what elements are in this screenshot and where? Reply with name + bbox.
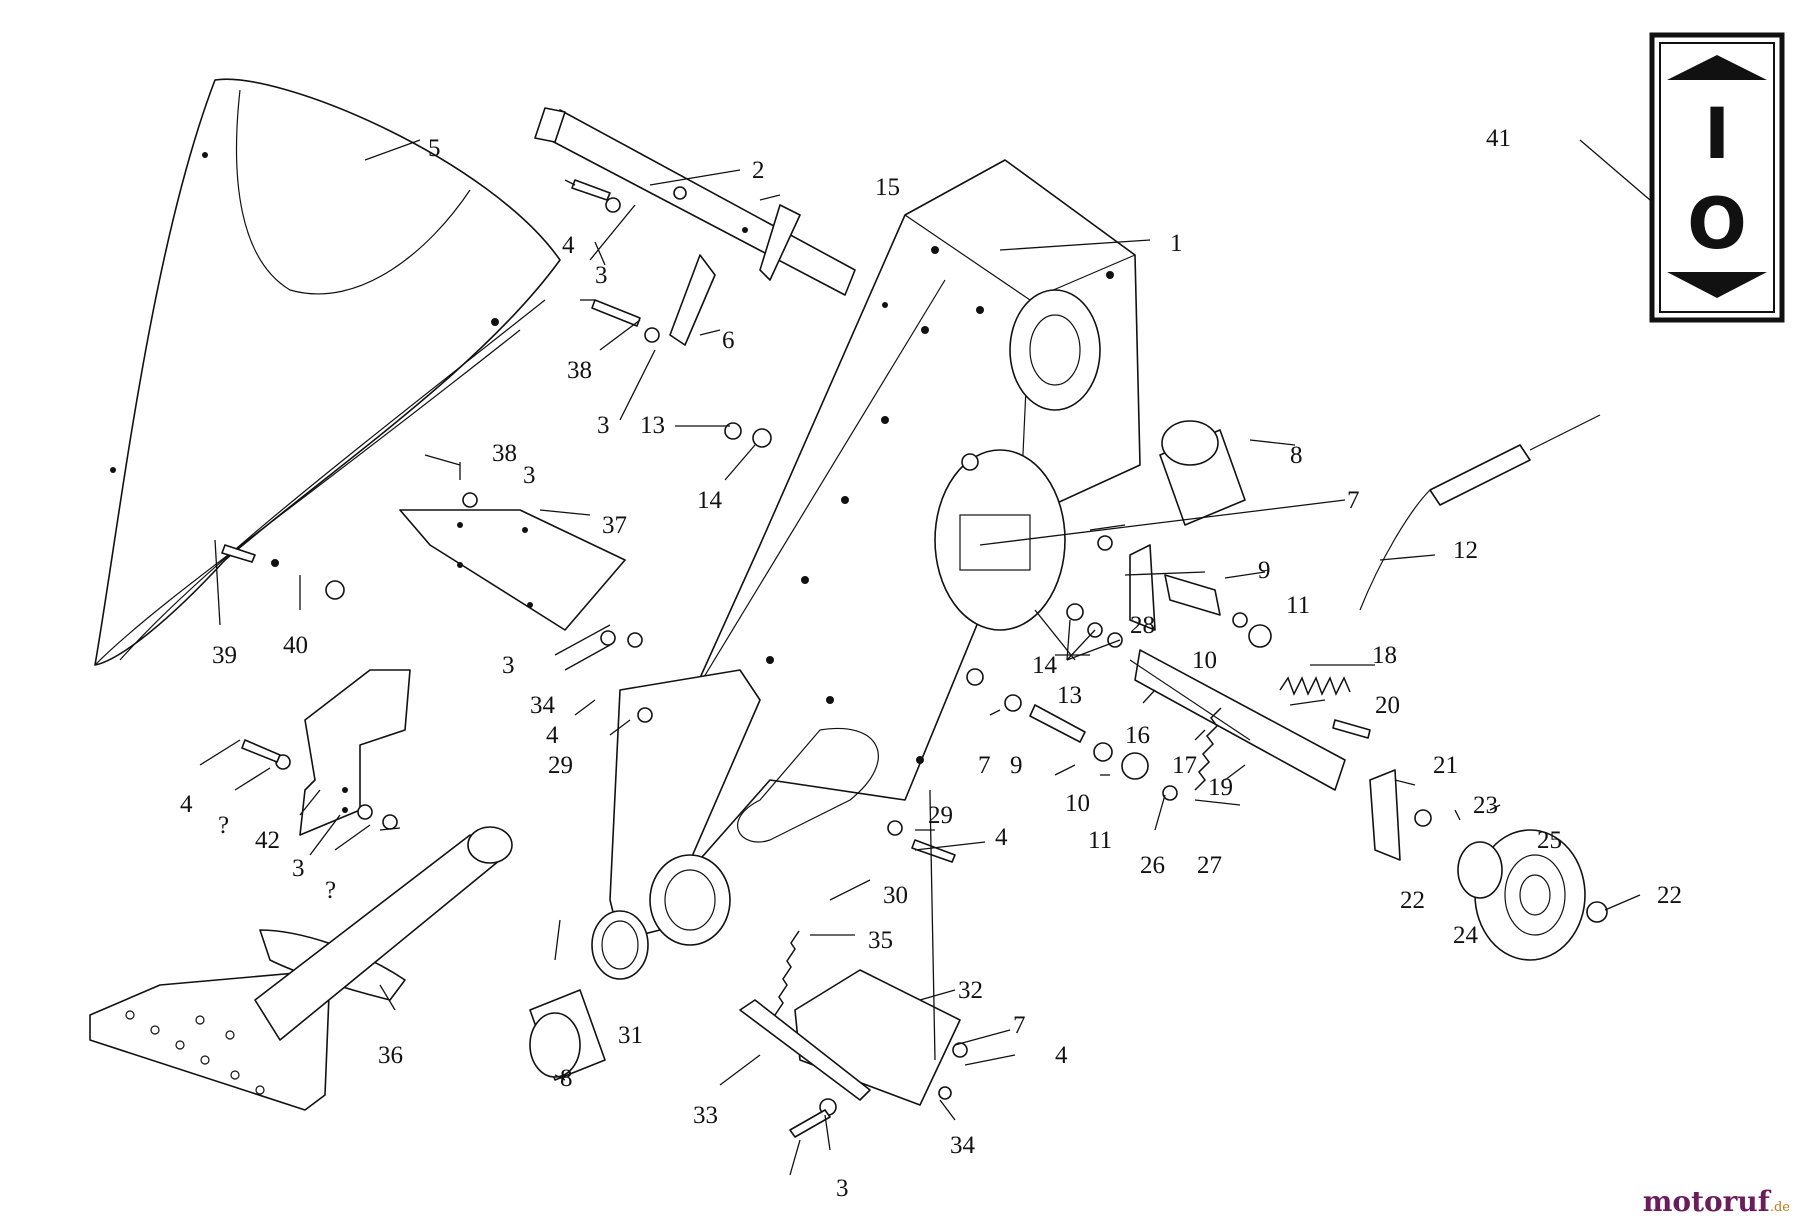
callout-label: 38 [567,357,592,384]
callout-label: 8 [1290,442,1303,469]
callout-label: 5 [428,135,441,162]
callout-label: 9 [1258,557,1271,584]
callout-label: 4 [562,232,575,259]
part-control-cable [1359,414,1601,611]
callout-label: 20 [1375,692,1400,719]
callout-label: 40 [283,632,308,659]
watermark-suffix: .de [1769,1200,1790,1215]
watermark-brand: motoruf [1642,1185,1770,1218]
callout-label: 15 [875,174,900,201]
callout-label: 12 [1453,537,1478,564]
callout-label: 24 [1453,922,1479,949]
callout-label: 10 [1192,647,1217,674]
callout-label: 3 [595,262,608,289]
callout-label: 7 [1347,487,1360,514]
arrow-down-icon [1667,272,1767,298]
callout-label: 32 [958,977,983,1004]
callout-label: 38 [492,440,517,467]
callout-labels: 1 2 3 3 3 3 3 3 4 4 4 4 4 5 6 7 7 7 8 8 … [180,125,1682,1202]
callout-label: 42 [255,827,280,854]
callout-label: 39 [212,642,237,669]
callout-label: 16 [1125,722,1150,749]
watermark-logo: motoruf.de [1643,1185,1790,1218]
callout-label: 27 [1197,852,1222,879]
part-small-bracket [669,204,801,346]
io-symbol-on: I [1704,93,1730,175]
callout-label: 6 [722,327,735,354]
callout-label: 14 [697,487,723,514]
callout-label: 13 [640,412,665,439]
callout-label: 4 [1055,1042,1068,1069]
part-bushing-lower [529,910,649,1081]
part-main-frame [619,159,1141,951]
callout-label: 11 [1286,592,1310,619]
callout-label: 29 [928,802,953,829]
part-axle-flange [89,826,513,1111]
callout-label: 22 [1400,887,1425,914]
callout-label: 30 [883,882,908,909]
callout-label: 2 [752,157,765,184]
callout-label: 21 [1433,752,1458,779]
callout-label: 4 [546,722,559,749]
callout-label: 7 [978,752,991,779]
callout-label: 3 [523,462,536,489]
hardware-fasteners [221,179,1608,1138]
callout-label: 3 [597,412,610,439]
callout-label: 34 [530,692,556,719]
callout-label: 3 [292,855,305,882]
callout-label: 41 [1486,125,1511,152]
callout-label: 17 [1172,752,1197,779]
callout-label: 3 [502,652,515,679]
callout-label: 26 [1140,852,1165,879]
part-pivot-shaft [1129,649,1346,791]
io-decal: I O [1649,32,1785,323]
callout-label: 1 [1170,230,1183,257]
part-lower-bracket [739,969,961,1106]
callout-label: 25 [1537,827,1562,854]
callout-label: ? [325,877,336,904]
callout-label: 33 [693,1102,718,1129]
callout-label: 8 [560,1065,573,1092]
callout-label: 18 [1372,642,1397,669]
part-spring-19 [1194,707,1222,791]
callout-label: 4 [995,824,1008,851]
leader-lines [199,139,1651,1176]
part-side-bracket [1369,769,1401,861]
callout-label: 3 [836,1175,849,1202]
callout-label: 31 [618,1022,643,1049]
io-symbol-off: O [1687,183,1747,265]
part-shroud [94,78,561,666]
callout-label: 29 [548,752,573,779]
callout-label: 35 [868,927,893,954]
part-guard-plate [299,669,411,836]
arrow-up-icon [1667,55,1767,80]
callout-label: 19 [1208,774,1233,801]
callout-label: 9 [1010,752,1023,779]
callout-label: 4 [180,791,193,818]
part-mount-plate [399,509,626,631]
callout-label: 37 [602,512,627,539]
callout-label: 22 [1657,882,1682,909]
part-pulley [1457,829,1586,961]
part-lower-tube [609,669,879,946]
callout-label: 14 [1032,652,1058,679]
callout-label: 34 [950,1132,976,1159]
part-spacer-bracket [1129,544,1221,631]
part-spring-18 [1279,676,1351,696]
callout-label: 10 [1065,790,1090,817]
callout-label: 7 [1013,1012,1026,1039]
callout-label: 28 [1130,612,1155,639]
part-bushing-upper [1159,420,1246,526]
callout-label: 11 [1088,827,1112,854]
callout-label: 36 [378,1042,403,1069]
part-spring-35 [774,930,800,1016]
callout-label: 23 [1473,792,1498,819]
callout-label: 13 [1057,682,1082,709]
callout-label: ? [218,812,229,839]
